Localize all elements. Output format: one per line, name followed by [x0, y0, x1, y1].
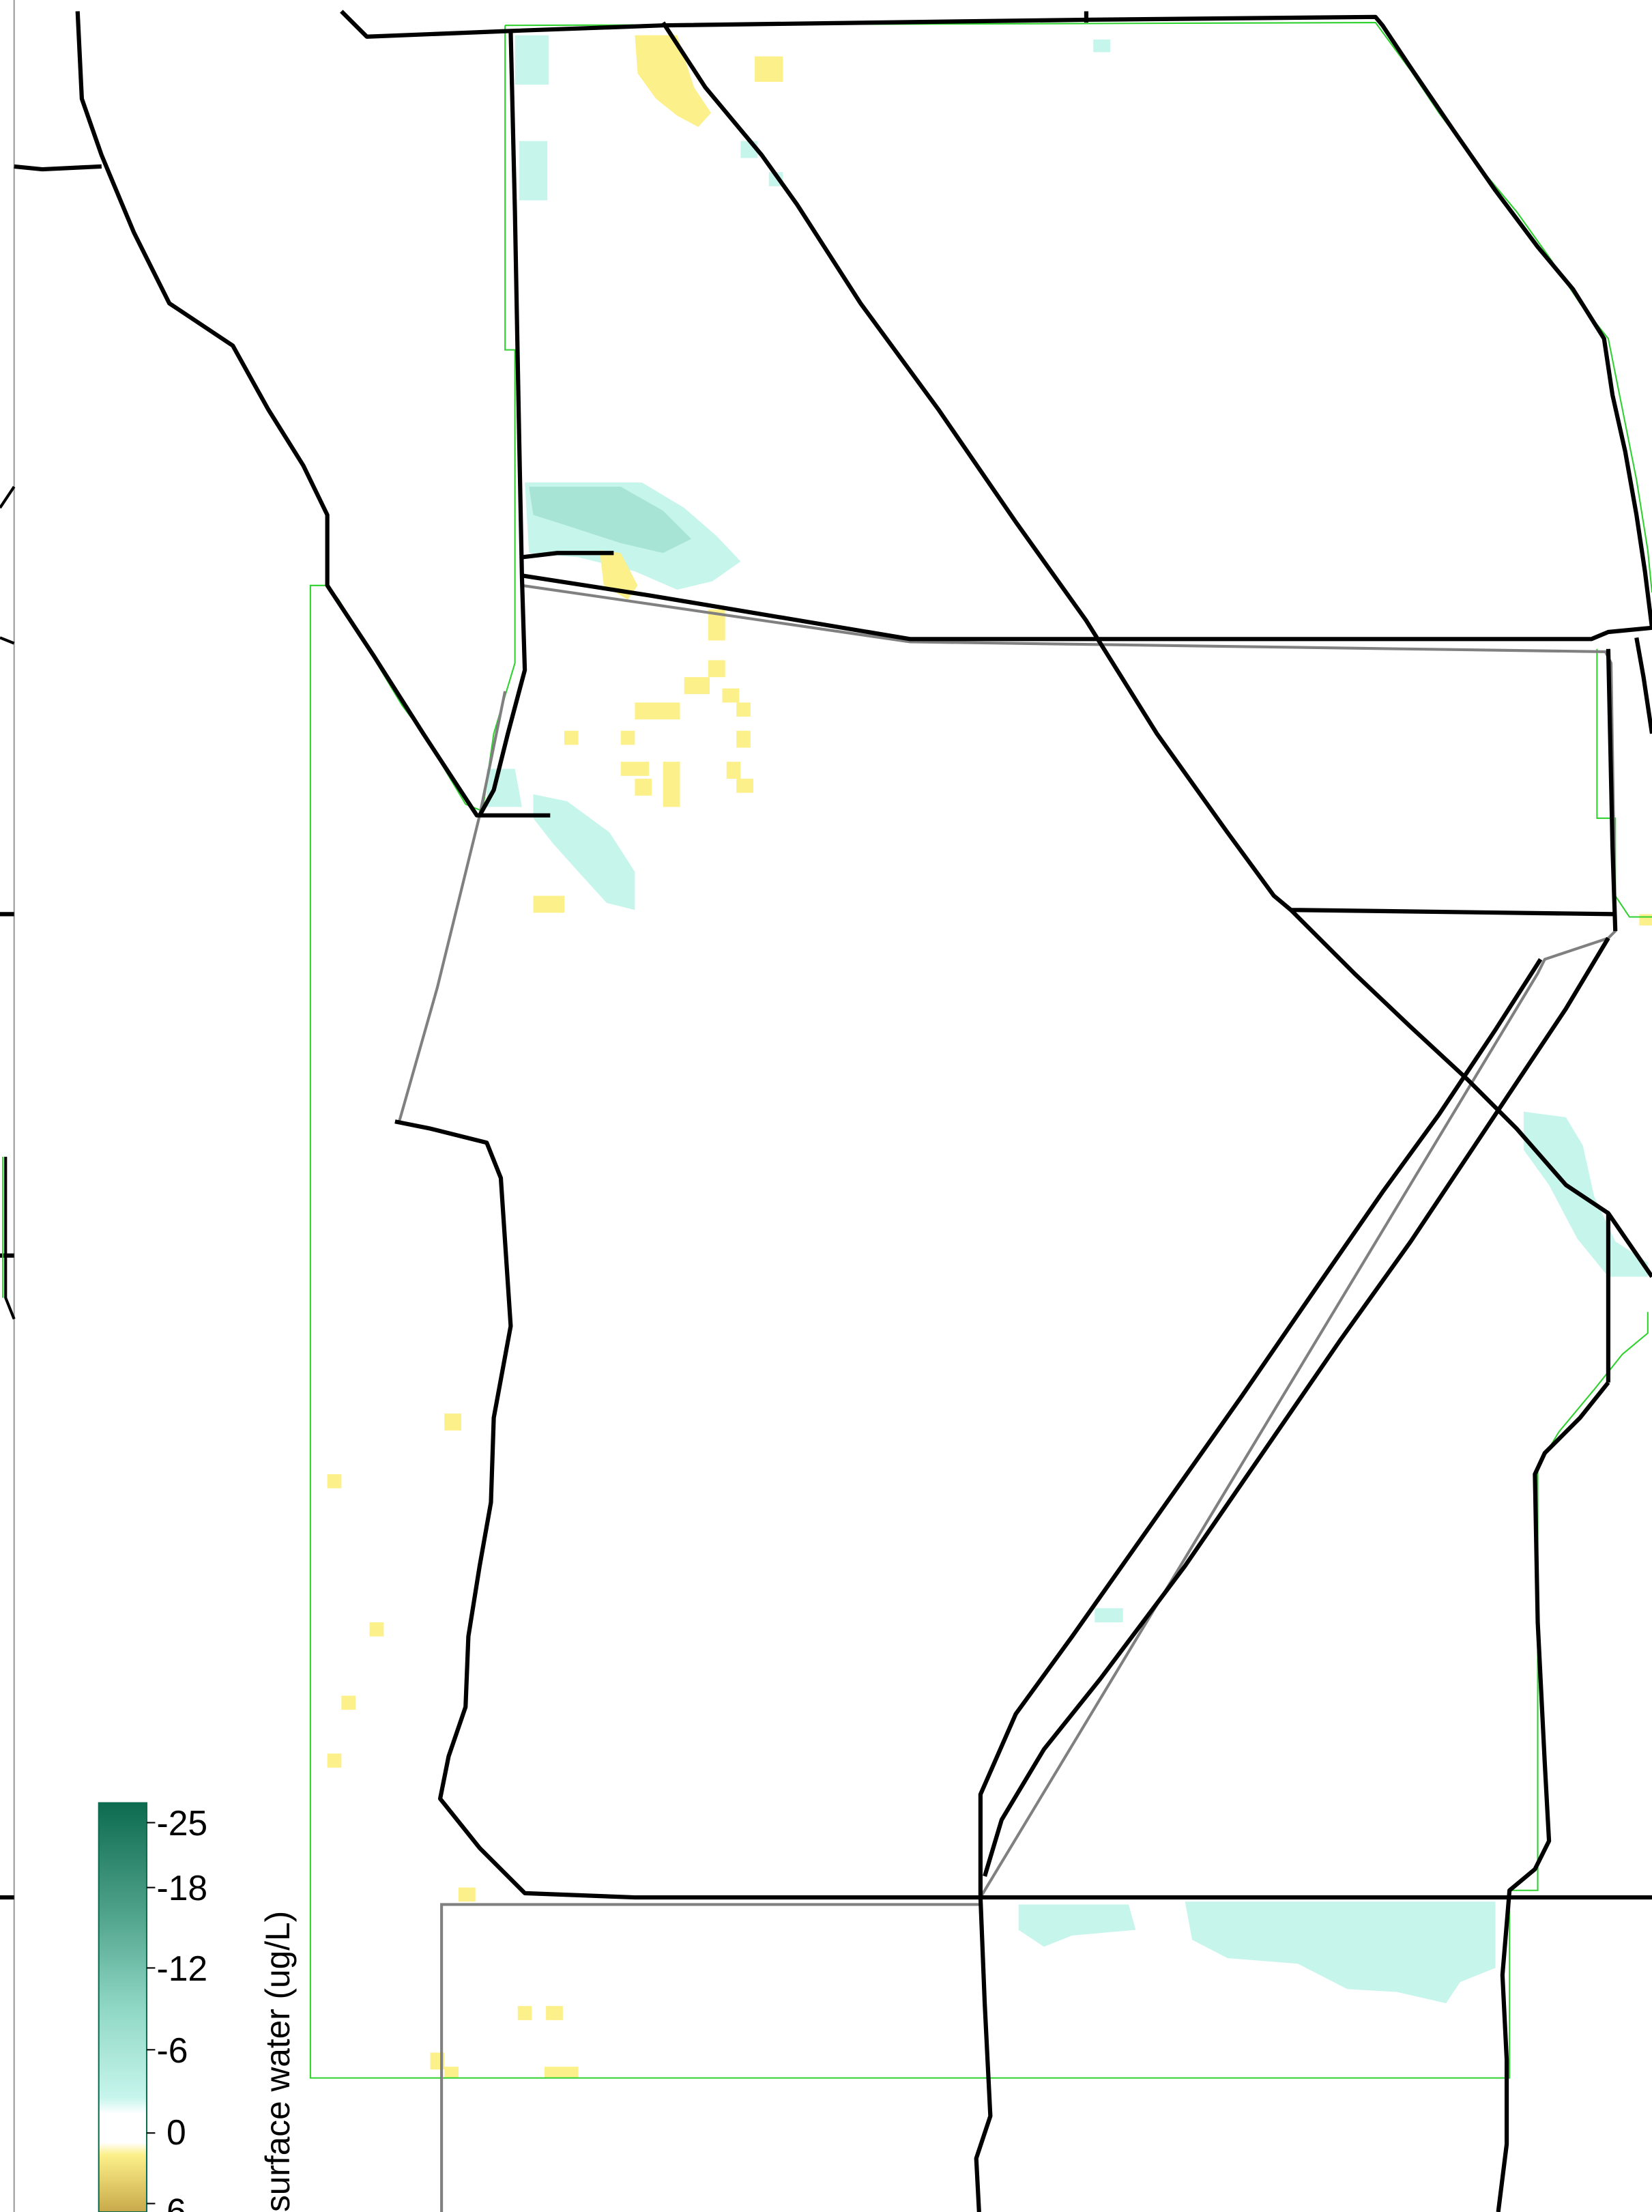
legend-tick-label: -12 — [156, 1949, 207, 1988]
boundary-line — [75, 11, 551, 818]
cell-patch — [327, 1474, 342, 1489]
cell-patch — [726, 762, 741, 779]
cell-patch — [519, 141, 548, 201]
legend-tick-marks — [147, 1822, 156, 2204]
cell-patch — [515, 35, 549, 85]
cell-patch — [545, 2067, 579, 2078]
boundary-line — [1289, 908, 1652, 1278]
negative-concentration-cells — [487, 35, 1648, 2004]
cell-patch — [620, 730, 635, 745]
domain-boundary — [309, 25, 1649, 2079]
cell-patch — [684, 677, 710, 694]
cell-patch — [736, 702, 751, 717]
cell-patch — [722, 688, 740, 703]
boundary-line — [983, 936, 1610, 1877]
cell-patch — [517, 2006, 532, 2020]
cell-patch — [341, 1695, 356, 1710]
cell-patch — [458, 1887, 476, 1902]
cell-patch — [1018, 1904, 1136, 1947]
cell-patch — [620, 762, 650, 776]
model-domain-outline — [309, 22, 1652, 2079]
cell-patch — [564, 730, 579, 745]
legend-tick-label: 0 — [166, 2112, 186, 2152]
cell-patch — [1185, 1901, 1496, 2004]
boundary-line — [1606, 648, 1618, 932]
legend: -25 -18 -12 -6 0 6 surface water (ug/L) — [98, 1802, 297, 2212]
black-boundaries — [0, 10, 1652, 2212]
cell-patch — [635, 778, 652, 796]
cell-patch — [1095, 1608, 1123, 1623]
cell-patch — [635, 35, 712, 128]
boundary-line — [1634, 637, 1652, 734]
cell-patch — [1093, 39, 1111, 53]
cell-patch — [327, 1753, 342, 1768]
cell-patch — [736, 730, 751, 748]
cell-patch — [546, 2006, 563, 2020]
cell-patch — [708, 660, 725, 678]
boundary-line — [4, 1156, 16, 1320]
boundary-line — [521, 573, 1652, 642]
cell-patch — [487, 769, 522, 807]
boundary-line — [0, 636, 15, 645]
cell-patch — [529, 487, 692, 554]
gray-boundary — [398, 691, 507, 1122]
cell-patch — [736, 778, 754, 793]
gray-boundary — [521, 584, 1617, 1899]
legend-tick-label: -18 — [156, 1868, 207, 1908]
legend-tick-label: 6 — [166, 2192, 186, 2212]
boundary-line — [0, 485, 16, 509]
boundary-line — [1496, 1381, 1610, 2212]
cell-patch — [369, 1622, 384, 1637]
gray-boundary — [440, 1903, 981, 2212]
cell-patch — [635, 702, 680, 720]
left-edge-fragments — [0, 485, 16, 1320]
boundary-line — [394, 1119, 1652, 1900]
boundary-line — [340, 10, 1652, 629]
cell-patch — [663, 762, 680, 807]
negative-concentration-cells-mid — [529, 487, 692, 554]
cell-patch — [444, 2067, 459, 2078]
boundary-line — [978, 958, 1543, 1898]
cell-patch — [533, 895, 564, 913]
cell-patch — [1639, 914, 1652, 925]
legend-tick-label: -25 — [156, 1803, 207, 1843]
boundary-line — [661, 21, 1616, 917]
legend-tick-label: -6 — [156, 2030, 188, 2070]
boundary-line — [478, 31, 527, 817]
legend-colorbar — [98, 1802, 148, 2212]
cell-patch — [533, 794, 635, 910]
boundary-line — [521, 551, 614, 560]
boundary-line — [14, 164, 102, 172]
cell-patch — [755, 56, 783, 82]
boundary-line — [974, 1897, 993, 2212]
cell-patch — [444, 1413, 462, 1431]
legend-title: surface water (ug/L) — [259, 1911, 297, 2212]
cell-patch — [1523, 1111, 1648, 1277]
